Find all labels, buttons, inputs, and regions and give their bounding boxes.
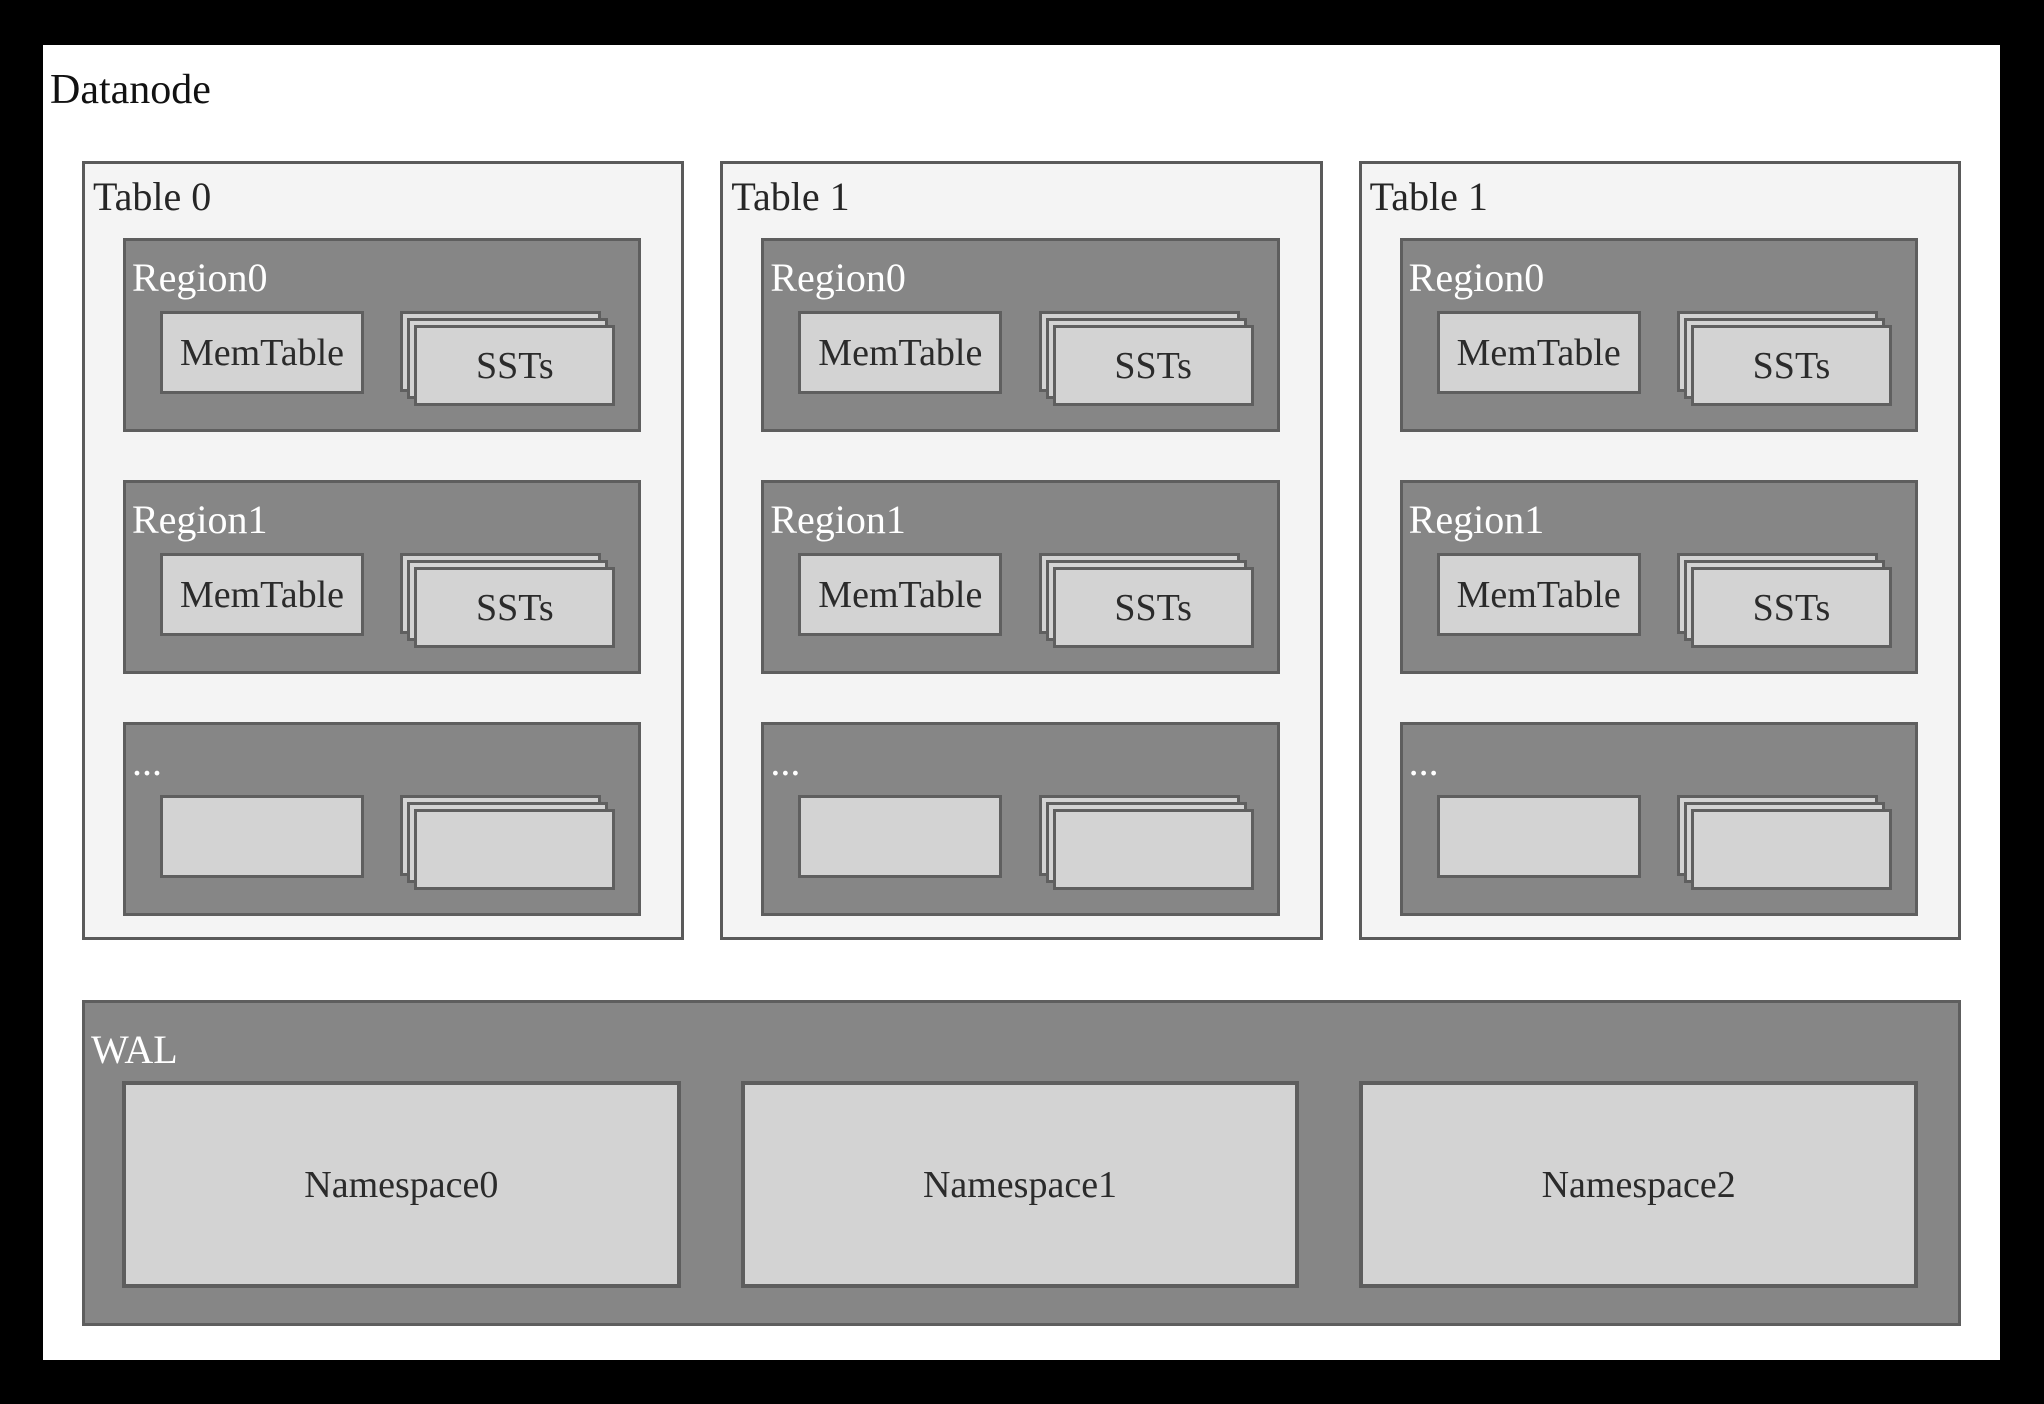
region-content: MemTable SSTs [798, 311, 1254, 407]
region-content: MemTable SSTs [160, 311, 616, 407]
ssts-stack: SSTs [1038, 311, 1255, 407]
ssts-front-layer: SSTs [1052, 567, 1254, 649]
memtable-box-empty [798, 795, 1003, 879]
namespace-box-0: Namespace0 [122, 1081, 681, 1289]
memtable-box: MemTable [1436, 311, 1641, 395]
memtable-box-empty [160, 795, 364, 879]
region-row: Region1 MemTable SSTs [1399, 480, 1918, 675]
ssts-front-layer: SSTs [414, 325, 616, 407]
ssts-stack-empty [1676, 795, 1893, 891]
region-row: Region0 MemTable SSTs [123, 238, 642, 433]
namespace-box-1: Namespace1 [740, 1081, 1300, 1289]
wal-label: WAL [91, 1027, 178, 1073]
region-content: MemTable SSTs [798, 553, 1254, 649]
regions-list: Region0 MemTable SSTs Re [1399, 238, 1918, 917]
region-row-ellipsis: ... [1399, 722, 1918, 917]
region-label: Region0 [132, 255, 268, 301]
ssts-stack: SSTs [400, 553, 616, 649]
region-label: ... [1408, 739, 1439, 785]
memtable-box: MemTable [160, 553, 364, 637]
datanode-panel: Datanode Table 0 Region0 MemTable [43, 45, 2000, 1360]
region-content: MemTable SSTs [1436, 553, 1893, 649]
region-content [798, 795, 1254, 891]
ssts-front-layer: SSTs [1052, 325, 1254, 407]
region-row: Region0 MemTable SSTs [1399, 238, 1918, 433]
regions-list: Region0 MemTable SSTs Re [123, 238, 642, 917]
ssts-front-layer: SSTs [1690, 325, 1892, 407]
ssts-stack: SSTs [1676, 553, 1893, 649]
region-row-ellipsis: ... [761, 722, 1280, 917]
ssts-front-layer [1052, 809, 1254, 891]
region-label: ... [770, 739, 801, 785]
ssts-front-layer: SSTs [1690, 567, 1892, 649]
table-label: Table 1 [731, 174, 850, 220]
namespace-box-2: Namespace2 [1359, 1081, 1919, 1289]
region-row: Region0 MemTable SSTs [761, 238, 1280, 433]
content-area: Table 0 Region0 MemTable SSTs [43, 161, 2000, 1327]
regions-list: Region0 MemTable SSTs Re [761, 238, 1280, 917]
wal-box: WAL Namespace0 Namespace1 Namespace2 [82, 1000, 1961, 1327]
table-label: Table 1 [1369, 174, 1488, 220]
ssts-front-layer: SSTs [414, 567, 616, 649]
table-label: Table 0 [93, 174, 212, 220]
namespaces-row: Namespace0 Namespace1 Namespace2 [122, 1081, 1919, 1289]
region-label: Region0 [770, 255, 906, 301]
ssts-stack-empty [1038, 795, 1255, 891]
region-label: Region1 [770, 497, 906, 543]
region-row: Region1 MemTable SSTs [761, 480, 1280, 675]
memtable-box-empty [1436, 795, 1641, 879]
region-label: Region0 [1408, 255, 1545, 301]
ssts-front-layer [414, 809, 616, 891]
region-label: Region1 [1408, 497, 1545, 543]
memtable-box: MemTable [1436, 553, 1641, 637]
ssts-stack: SSTs [400, 311, 616, 407]
region-row: Region1 MemTable SSTs [123, 480, 642, 675]
table-box-1: Table 1 Region0 MemTable SSTs [720, 161, 1323, 941]
memtable-box: MemTable [798, 553, 1003, 637]
region-content: MemTable SSTs [1436, 311, 1893, 407]
region-content [160, 795, 616, 891]
ssts-stack: SSTs [1038, 553, 1255, 649]
region-label: Region1 [132, 497, 268, 543]
ssts-stack-empty [400, 795, 616, 891]
memtable-box: MemTable [798, 311, 1003, 395]
region-row-ellipsis: ... [123, 722, 642, 917]
region-content [1436, 795, 1893, 891]
region-content: MemTable SSTs [160, 553, 616, 649]
region-label: ... [132, 739, 162, 785]
table-box-0: Table 0 Region0 MemTable SSTs [82, 161, 685, 941]
ssts-front-layer [1690, 809, 1892, 891]
ssts-stack: SSTs [1676, 311, 1893, 407]
table-box-2: Table 1 Region0 MemTable SSTs [1358, 161, 1961, 941]
tables-row: Table 0 Region0 MemTable SSTs [82, 161, 1961, 941]
memtable-box: MemTable [160, 311, 364, 395]
page-title: Datanode [50, 67, 211, 113]
